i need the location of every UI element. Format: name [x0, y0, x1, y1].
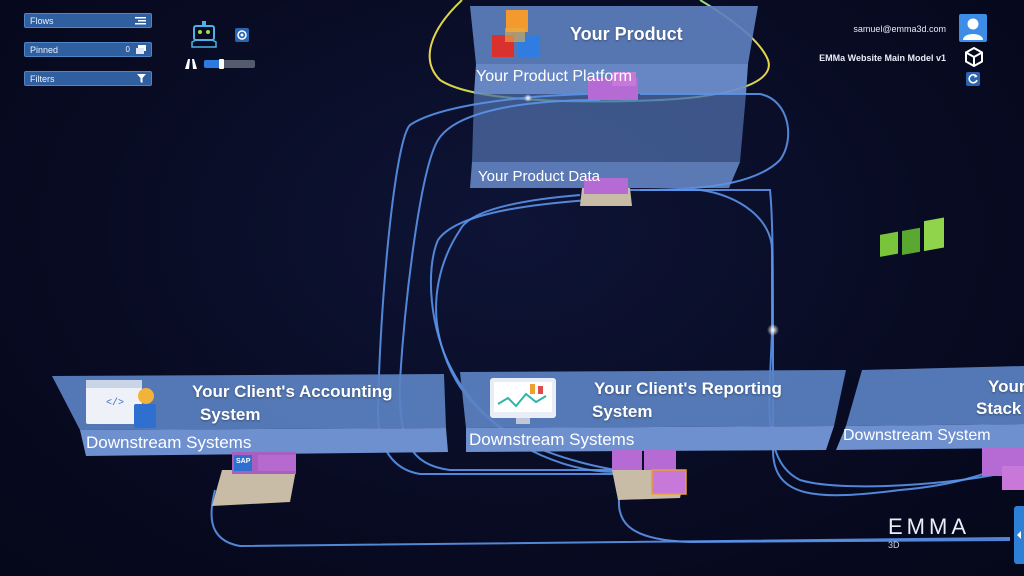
reporting-group-label: Downstream Systems: [469, 430, 635, 449]
filters-toggle[interactable]: Filters: [24, 71, 152, 86]
platform-product-top: [588, 72, 638, 100]
logo-text: EMMA: [888, 514, 970, 539]
product-cubes-icon: [492, 10, 540, 57]
stack-bars-icon: [880, 217, 944, 257]
product-card-data-band: [470, 162, 740, 188]
logo-sup: 3D: [888, 540, 900, 550]
stack-group-label: Downstream System: [843, 427, 991, 444]
robot-icon[interactable]: [188, 20, 220, 48]
chevron-left-icon: [1017, 531, 1021, 539]
reporting-title-line2: System: [592, 402, 653, 421]
pinned-count: 0: [125, 45, 130, 54]
speed-slider-fill: [204, 60, 220, 68]
flows-toggle[interactable]: Flows: [24, 13, 152, 28]
stack-card-upper: [846, 366, 1024, 426]
product-card-body: [472, 94, 746, 162]
product-title: Your Product: [570, 24, 683, 44]
flows-icon: [135, 17, 146, 25]
filters-label: Filters: [30, 73, 55, 84]
pin-stack-icon: [136, 45, 146, 54]
stack-card-band: [836, 424, 1024, 450]
road-icon: [185, 59, 197, 69]
gear-icon: [237, 30, 247, 40]
product-data-label: Your Product Data: [478, 168, 601, 185]
flow-particle: [767, 324, 779, 336]
product-platform-label: Your Product Platform: [476, 68, 632, 85]
user-avatar-button[interactable]: [959, 14, 987, 42]
speed-slider-handle[interactable]: [219, 59, 225, 69]
accounting-title-line1: Your Client's Accounting: [192, 382, 393, 401]
speed-slider[interactable]: [204, 59, 255, 69]
reporting-card-band: [466, 426, 834, 452]
side-panel-tab[interactable]: [1014, 506, 1024, 564]
settings-button[interactable]: [235, 28, 249, 42]
accounting-title-line2: System: [200, 405, 261, 424]
model-cube-icon[interactable]: [964, 47, 984, 67]
accounting-card-band: [80, 428, 448, 456]
pinned-label: Pinned: [30, 44, 59, 55]
platform-reporting: [612, 450, 687, 500]
platform-stack: [982, 448, 1024, 490]
refresh-icon: [968, 74, 978, 84]
user-email: samuel@emma3d.com: [853, 24, 946, 34]
platform-accounting: [212, 452, 296, 506]
reporting-card-upper: [460, 370, 846, 428]
sap-badge: SAP: [236, 458, 251, 465]
flow-particle: [524, 94, 532, 102]
platform-product-data: [580, 178, 632, 206]
refresh-button[interactable]: [966, 72, 980, 86]
flows-label: Flows: [30, 15, 54, 26]
product-card-upper: [470, 6, 758, 64]
svg-text:</>: </>: [106, 397, 124, 409]
model-name[interactable]: EMMa Website Main Model v1: [819, 53, 946, 63]
filter-icon: [137, 74, 146, 83]
accounting-group-label: Downstream Systems: [86, 433, 252, 452]
user-icon: [963, 18, 983, 40]
reporting-monitor-icon: [490, 378, 556, 424]
emma3d-logo: EMMA 3D: [888, 514, 984, 550]
pinned-toggle[interactable]: Pinned 0: [24, 42, 152, 57]
accounting-doc-icon: </>: [86, 380, 156, 428]
stack-title-line1: Your: [988, 377, 1024, 396]
stack-title-line2: Stack: [976, 399, 1022, 418]
reporting-title-line1: Your Client's Reporting: [594, 379, 782, 398]
